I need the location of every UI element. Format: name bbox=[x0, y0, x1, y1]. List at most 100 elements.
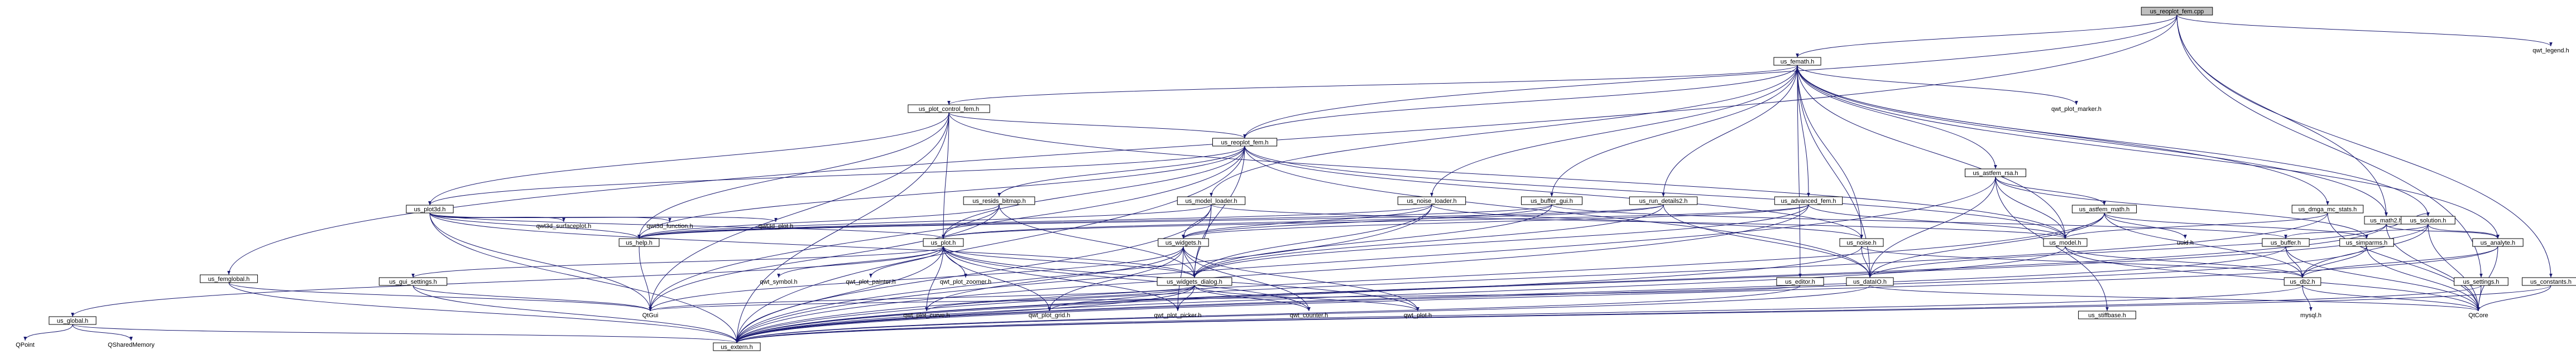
node-qwt-counter[interactable]: qwt_counter.h bbox=[1290, 312, 1328, 319]
node-extern[interactable]: us_extern.h bbox=[713, 342, 761, 351]
node-model-loader[interactable]: us_model_loader.h bbox=[1177, 196, 1246, 205]
node-qpoint[interactable]: QPoint bbox=[16, 342, 35, 348]
node-femglobal[interactable]: us_femglobal.h bbox=[200, 274, 258, 283]
edge-femath-to-analyte bbox=[1797, 65, 2500, 239]
node-qsharedmemory[interactable]: QSharedMemory bbox=[108, 342, 155, 348]
node-dmga-mc[interactable]: us_dmga_mc_stats.h bbox=[2291, 205, 2364, 214]
node-label: us_math2.h bbox=[2370, 217, 2402, 224]
edge-buffer-gui-to-buffer bbox=[1551, 204, 2287, 239]
edge-simparms-to-db2 bbox=[2301, 246, 2367, 278]
node-widgets-dialog[interactable]: us_widgets_dialog.h bbox=[1157, 277, 1232, 286]
edge-model-to-db2 bbox=[2065, 246, 2304, 278]
node-simparms[interactable]: us_simparms.h bbox=[2339, 238, 2394, 247]
edge-db2-to-extern bbox=[735, 285, 2303, 343]
node-model[interactable]: us_model.h bbox=[2043, 238, 2088, 247]
node-qwt-plot-grid[interactable]: qwt_plot_grid.h bbox=[1029, 312, 1071, 319]
edge-root-to-femglobal bbox=[227, 14, 2177, 275]
node-qwt-symbol[interactable]: qwt_symbol.h bbox=[760, 279, 797, 285]
node-label: us_global.h bbox=[57, 318, 88, 324]
node-astfem-math[interactable]: us_astfem_math.h bbox=[2071, 205, 2137, 214]
node-analyte[interactable]: us_analyte.h bbox=[2472, 238, 2524, 247]
edge-noise-to-db2 bbox=[1861, 246, 2304, 278]
node-editor[interactable]: us_editor.h bbox=[1776, 277, 1824, 286]
node-label: us_widgets_dialog.h bbox=[1167, 279, 1222, 285]
node-resids[interactable]: us_resids_bitmap.h bbox=[963, 196, 1035, 205]
node-box bbox=[406, 205, 454, 214]
node-qwt-plot-painter[interactable]: qwt_plot_painter.h bbox=[846, 279, 895, 285]
node-qwt-plot-zoomer[interactable]: qwt_plot_zoomer.h bbox=[940, 279, 991, 285]
edge-plot-to-global bbox=[71, 246, 944, 317]
edge-noise-loader-to-widgets-dialog bbox=[1193, 204, 1432, 278]
edge-femath-to-dmga-mc bbox=[1797, 65, 2329, 206]
edge-solution-to-qtcore bbox=[2428, 224, 2480, 312]
node-run-details2[interactable]: us_run_details2.h bbox=[1629, 196, 1698, 205]
node-noise[interactable]: us_noise.h bbox=[1839, 238, 1884, 247]
node-buffer-gui[interactable]: us_buffer_gui.h bbox=[1521, 196, 1582, 205]
node-box bbox=[1774, 196, 1843, 205]
node-qtgui[interactable]: QtGui bbox=[642, 312, 659, 319]
node-box bbox=[1157, 277, 1232, 286]
edge-plot3d-to-qwt3d-plot bbox=[429, 212, 778, 222]
edge-femath-to-plot-control bbox=[947, 65, 1798, 105]
node-db2[interactable]: us_db2.h bbox=[2284, 277, 2321, 286]
node-plot3d[interactable]: us_plot3d.h bbox=[406, 205, 454, 214]
node-femath[interactable]: us_femath.h bbox=[1773, 57, 1821, 66]
node-label: us_buffer_gui.h bbox=[1531, 198, 1573, 205]
node-solution[interactable]: us_solution.h bbox=[2401, 216, 2455, 225]
node-box bbox=[618, 238, 660, 247]
edge-buffer-to-qtcore bbox=[2285, 246, 2480, 312]
edge-advanced-fem-to-widgets-dialog bbox=[1193, 204, 1809, 278]
node-settings[interactable]: us_settings.h bbox=[2454, 277, 2508, 286]
node-plot-control[interactable]: us_plot_control_fem.h bbox=[908, 104, 990, 113]
edge-solution-to-analyte bbox=[2428, 224, 2500, 239]
node-astfem-rsa[interactable]: us_astfem_rsa.h bbox=[1965, 168, 2026, 177]
edge-db2-to-mysql bbox=[2302, 285, 2313, 312]
node-constants[interactable]: us_constants.h bbox=[2522, 277, 2576, 286]
node-widgets[interactable]: us_widgets.h bbox=[1158, 238, 1209, 247]
node-mysql[interactable]: mysql.h bbox=[2300, 312, 2321, 319]
node-qwt3d-surface[interactable]: qwt3d_surfaceplot.h bbox=[536, 223, 591, 230]
node-qwt-plot-picker[interactable]: qwt_plot_picker.h bbox=[1154, 312, 1202, 319]
node-stiffbase[interactable]: us_stiffbase.h bbox=[2078, 311, 2136, 319]
node-dataIO[interactable]: us_dataIO.h bbox=[1846, 277, 1894, 286]
node-label: qwt_plot_painter.h bbox=[846, 279, 895, 285]
node-root[interactable]: us_reoplot_fem.cpp bbox=[2141, 7, 2213, 16]
node-label: us_advanced_fem.h bbox=[1781, 198, 1836, 205]
edge-dataIO-to-extern bbox=[735, 285, 1870, 343]
node-label: us_femath.h bbox=[1781, 59, 1815, 65]
edge-femath-to-qwt-plot-marker bbox=[1797, 65, 2078, 105]
node-label: us_plot_control_fem.h bbox=[919, 106, 979, 113]
node-plot[interactable]: us_plot.h bbox=[923, 238, 964, 247]
node-help[interactable]: us_help.h bbox=[618, 238, 660, 247]
node-buffer[interactable]: us_buffer.h bbox=[2262, 238, 2310, 247]
node-gui-settings[interactable]: us_gui_settings.h bbox=[378, 277, 448, 286]
edge-femglobal-to-qtgui bbox=[228, 282, 652, 312]
node-qwt-legend[interactable]: qwt_legend.h bbox=[2532, 47, 2569, 54]
edge-solution-to-buffer bbox=[2284, 224, 2429, 239]
edge-reoplot-fem-to-dataIO bbox=[1244, 146, 1872, 278]
node-qwt3d-plot[interactable]: qwt3d_plot.h bbox=[759, 223, 793, 230]
edge-astfem-rsa-to-simparms bbox=[1995, 176, 2368, 239]
node-qwt3d-function[interactable]: qwt3d_function.h bbox=[646, 223, 693, 230]
edge-plot-to-qwt-plot-picker bbox=[943, 246, 1179, 312]
node-advanced-fem[interactable]: us_advanced_fem.h bbox=[1774, 196, 1843, 205]
node-box bbox=[1629, 196, 1698, 205]
node-box bbox=[1776, 277, 1824, 286]
edge-plot-to-qwt-symbol bbox=[777, 246, 944, 278]
node-qwt-plot[interactable]: qwt_plot.h bbox=[1404, 312, 1432, 319]
node-qwt-plot-marker[interactable]: qwt_plot_marker.h bbox=[2051, 106, 2102, 113]
node-qtcore[interactable]: QtCore bbox=[2468, 312, 2488, 319]
node-label: us_gui_settings.h bbox=[389, 279, 437, 285]
edge-femath-to-editor bbox=[1797, 65, 1802, 278]
node-noise-loader[interactable]: us_noise_loader.h bbox=[1397, 196, 1466, 205]
node-global[interactable]: us_global.h bbox=[49, 316, 97, 325]
node-box bbox=[1839, 238, 1884, 247]
node-reoplot-fem[interactable]: us_reoplot_fem.h bbox=[1212, 138, 1278, 147]
edge-plot-control-to-help bbox=[637, 112, 949, 239]
node-qwt-plot-curve[interactable]: qwt_plot_curve.h bbox=[903, 312, 949, 319]
edge-advanced-fem-to-model bbox=[1808, 204, 2067, 239]
edge-widgets-to-widgets-dialog bbox=[1183, 246, 1196, 278]
node-uuid[interactable]: uuid.h bbox=[2177, 240, 2194, 246]
edge-reoplot-fem-to-resids bbox=[997, 146, 1245, 197]
edge-reoplot-fem-to-plot bbox=[942, 146, 1245, 239]
